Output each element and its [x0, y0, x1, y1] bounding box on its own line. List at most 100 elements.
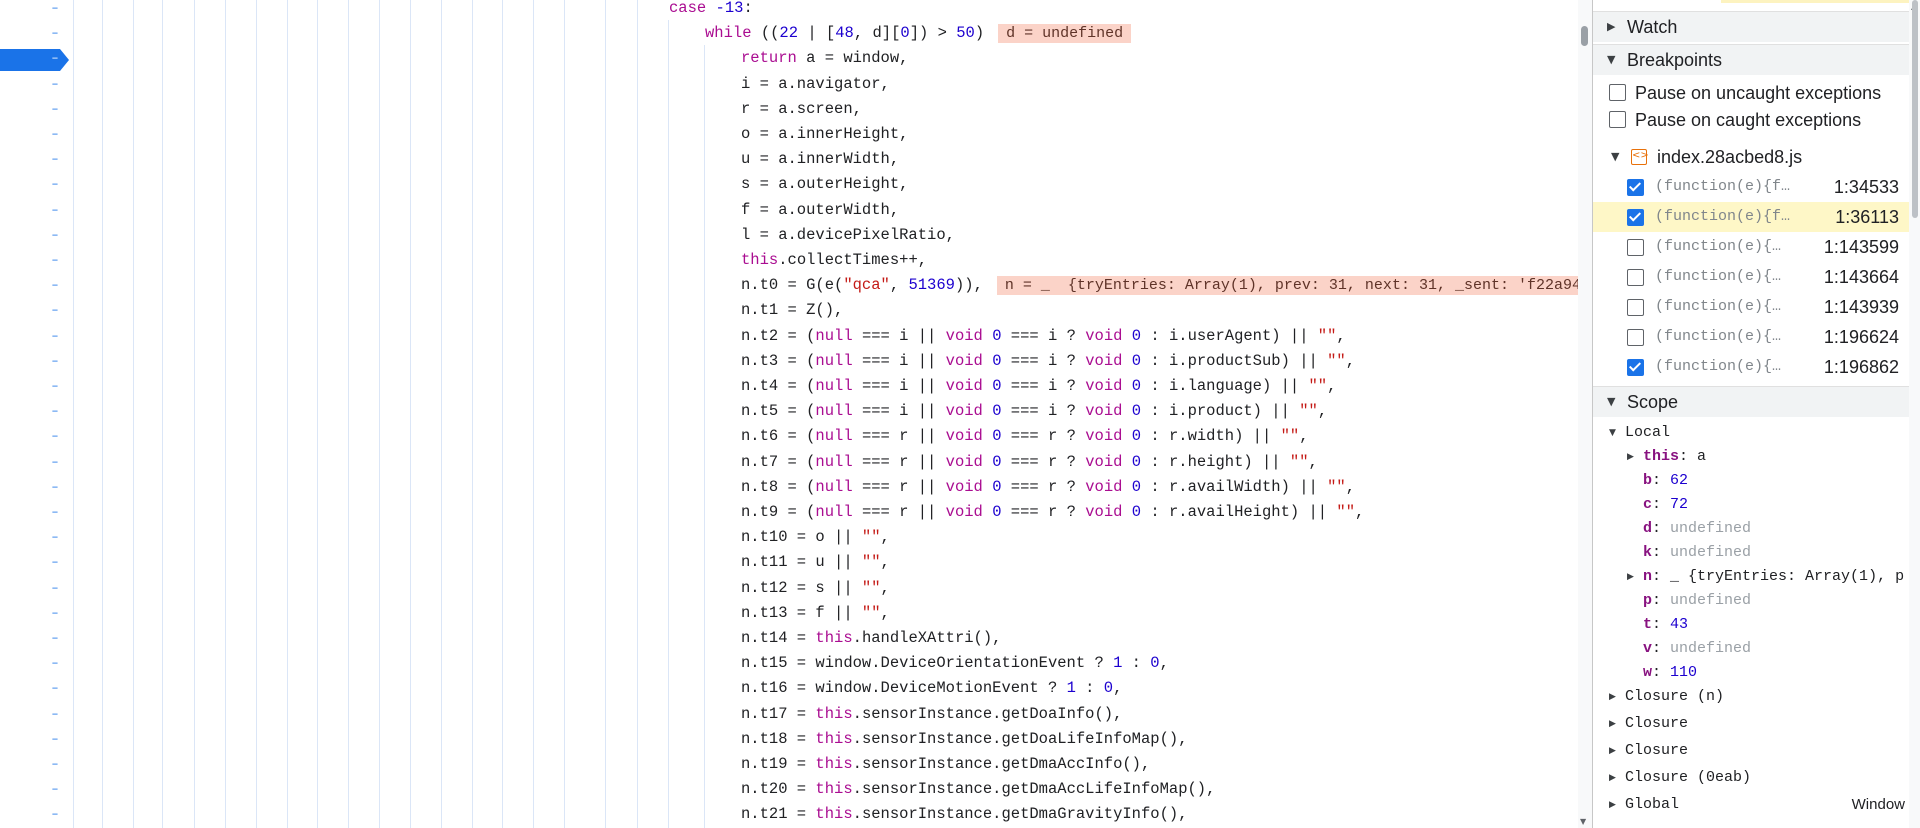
breakpoint-file-group[interactable]: ▼ <> index.28acbed8.js	[1593, 144, 1909, 170]
line-gutter[interactable]: –	[0, 676, 110, 701]
sidebar-scroll-thumb[interactable]	[1912, 0, 1918, 218]
code-line[interactable]: –n.t18 = this.sensorInstance.getDoaLifeI…	[0, 727, 1576, 752]
line-gutter[interactable]: –	[0, 21, 110, 46]
code-line[interactable]: –n.t8 = (null === r || void 0 === r ? vo…	[0, 475, 1576, 500]
breakpoint-checkbox[interactable]	[1627, 299, 1644, 316]
code-line[interactable]: –n.t21 = this.sensorInstance.getDmaGravi…	[0, 802, 1576, 827]
breakpoint-item[interactable]: (function(e){…1:196624	[1593, 322, 1909, 352]
scope-closure-group[interactable]: ▶Closure (0eab)	[1593, 766, 1909, 790]
code-line[interactable]: –n.t12 = s || "",	[0, 576, 1576, 601]
code-line[interactable]: –n.t10 = o || "",	[0, 525, 1576, 550]
line-gutter[interactable]: –	[0, 324, 110, 349]
breakpoint-marker-icon[interactable]	[0, 49, 69, 72]
expand-triangle-icon[interactable]: ▶	[1627, 452, 1634, 462]
code-line[interactable]: –n.t3 = (null === i || void 0 === i ? vo…	[0, 349, 1576, 374]
line-gutter[interactable]: –	[0, 46, 110, 72]
code-line[interactable]: –i = a.navigator,	[0, 72, 1576, 97]
code-line[interactable]: –n.t5 = (null === i || void 0 === i ? vo…	[0, 399, 1576, 424]
expand-triangle-icon[interactable]: ▶	[1609, 773, 1616, 783]
code-line[interactable]: –l = a.devicePixelRatio,	[0, 223, 1576, 248]
breakpoint-item[interactable]: (function(e){f…1:34533	[1593, 172, 1909, 202]
line-gutter[interactable]: –	[0, 475, 110, 500]
expand-triangle-icon[interactable]: ▶	[1609, 719, 1616, 729]
scope-closure-group[interactable]: ▶Closure	[1593, 712, 1909, 736]
line-gutter[interactable]: –	[0, 450, 110, 475]
code-line[interactable]: –n.t4 = (null === i || void 0 === i ? vo…	[0, 374, 1576, 399]
code-line[interactable]: –n.t13 = f || "",	[0, 601, 1576, 626]
breakpoint-checkbox[interactable]	[1627, 179, 1644, 196]
line-gutter[interactable]: –	[0, 525, 110, 550]
scope-variable[interactable]: ▶n: _ {tryEntries: Array(1), p	[1593, 565, 1909, 589]
line-gutter[interactable]: –	[0, 374, 110, 399]
line-gutter[interactable]: –	[0, 777, 110, 802]
breakpoint-item[interactable]: (function(e){…1:143599	[1593, 232, 1909, 262]
scope-variable[interactable]: t: 43	[1593, 613, 1909, 637]
code-line[interactable]: –n.t9 = (null === r || void 0 === r ? vo…	[0, 500, 1576, 525]
breakpoint-checkbox[interactable]	[1627, 329, 1644, 346]
breakpoint-checkbox[interactable]	[1627, 359, 1644, 376]
scope-variable[interactable]: b: 62	[1593, 469, 1909, 493]
line-gutter[interactable]: –	[0, 172, 110, 197]
code-line[interactable]: –s = a.outerHeight,	[0, 172, 1576, 197]
sidebar-scrollbar[interactable]: ▲	[1909, 0, 1920, 828]
line-gutter[interactable]: –	[0, 727, 110, 752]
line-gutter[interactable]: –	[0, 702, 110, 727]
breakpoint-item[interactable]: (function(e){…1:196862	[1593, 352, 1909, 382]
code-line[interactable]: –n.t0 = G(e("qca", 51369)),n = _ {tryEnt…	[0, 273, 1592, 298]
code-line[interactable]: –o = a.innerHeight,	[0, 122, 1576, 147]
scope-variable[interactable]: c: 72	[1593, 493, 1909, 517]
code-line[interactable]: –n.t14 = this.handleXAttri(),	[0, 626, 1576, 651]
line-gutter[interactable]: –	[0, 550, 110, 575]
code-line[interactable]: –n.t2 = (null === i || void 0 === i ? vo…	[0, 324, 1576, 349]
expand-triangle-icon[interactable]: ▶	[1609, 692, 1616, 702]
line-gutter[interactable]: –	[0, 147, 110, 172]
code-line[interactable]: –this.collectTimes++,	[0, 248, 1576, 273]
pause-caught-option[interactable]: Pause on caught exceptions	[1609, 107, 1861, 133]
inline-value-badge[interactable]: n = _ {tryEntries: Array(1), prev: 31, n…	[996, 275, 1592, 295]
pause-uncaught-option[interactable]: Pause on uncaught exceptions	[1609, 80, 1881, 106]
code-line[interactable]: –r = a.screen,	[0, 97, 1576, 122]
pause-uncaught-checkbox[interactable]	[1609, 84, 1626, 101]
breakpoint-checkbox[interactable]	[1627, 209, 1644, 226]
line-gutter[interactable]: –	[0, 626, 110, 651]
scope-closure-group[interactable]: ▶Closure	[1593, 739, 1909, 763]
line-gutter[interactable]: –	[0, 72, 110, 97]
code-line[interactable]: –n.t7 = (null === r || void 0 === r ? vo…	[0, 450, 1576, 475]
breakpoint-checkbox[interactable]	[1627, 269, 1644, 286]
scope-variable[interactable]: k: undefined	[1593, 541, 1909, 565]
pause-caught-checkbox[interactable]	[1609, 111, 1626, 128]
code-line[interactable]: –n.t17 = this.sensorInstance.getDoaInfo(…	[0, 702, 1576, 727]
expand-triangle-icon[interactable]: ▶	[1609, 800, 1616, 810]
line-gutter[interactable]: –	[0, 424, 110, 449]
line-gutter[interactable]: –	[0, 576, 110, 601]
line-gutter[interactable]: –	[0, 0, 110, 21]
line-gutter[interactable]: –	[0, 500, 110, 525]
scope-local-group[interactable]: ▼Local	[1593, 421, 1909, 445]
scope-variable[interactable]: v: undefined	[1593, 637, 1909, 661]
scope-variable[interactable]: ▶this: a	[1593, 445, 1909, 469]
line-gutter[interactable]: –	[0, 601, 110, 626]
code-line[interactable]: –f = a.outerWidth,	[0, 198, 1576, 223]
code-line[interactable]: –u = a.innerWidth,	[0, 147, 1576, 172]
scroll-down-arrow-icon[interactable]: ▼	[1580, 817, 1587, 826]
breakpoint-checkbox[interactable]	[1627, 239, 1644, 256]
code-line[interactable]: –n.t11 = u || "",	[0, 550, 1576, 575]
code-editor[interactable]: –case -13:–while ((22 | [48, d][0]) > 50…	[0, 0, 1592, 828]
line-gutter[interactable]: –	[0, 223, 110, 248]
line-gutter[interactable]: –	[0, 248, 110, 273]
line-gutter[interactable]: –	[0, 298, 110, 323]
expand-triangle-icon[interactable]: ▶	[1609, 746, 1616, 756]
line-gutter[interactable]: –	[0, 122, 110, 147]
line-gutter[interactable]: –	[0, 399, 110, 424]
collapse-triangle-icon[interactable]: ▼	[1609, 428, 1616, 438]
code-line[interactable]: –n.t16 = window.DeviceMotionEvent ? 1 : …	[0, 676, 1576, 701]
watch-pane-header[interactable]: ▶ Watch	[1593, 11, 1909, 42]
editor-scroll-thumb[interactable]	[1581, 26, 1588, 46]
editor-scrollbar[interactable]: ▼	[1578, 0, 1592, 828]
line-gutter[interactable]: –	[0, 752, 110, 777]
code-line[interactable]: –n.t19 = this.sensorInstance.getDmaAccIn…	[0, 752, 1576, 777]
code-line[interactable]: –n.t1 = Z(),	[0, 298, 1576, 323]
scope-variable[interactable]: d: undefined	[1593, 517, 1909, 541]
line-gutter[interactable]: –	[0, 802, 110, 827]
